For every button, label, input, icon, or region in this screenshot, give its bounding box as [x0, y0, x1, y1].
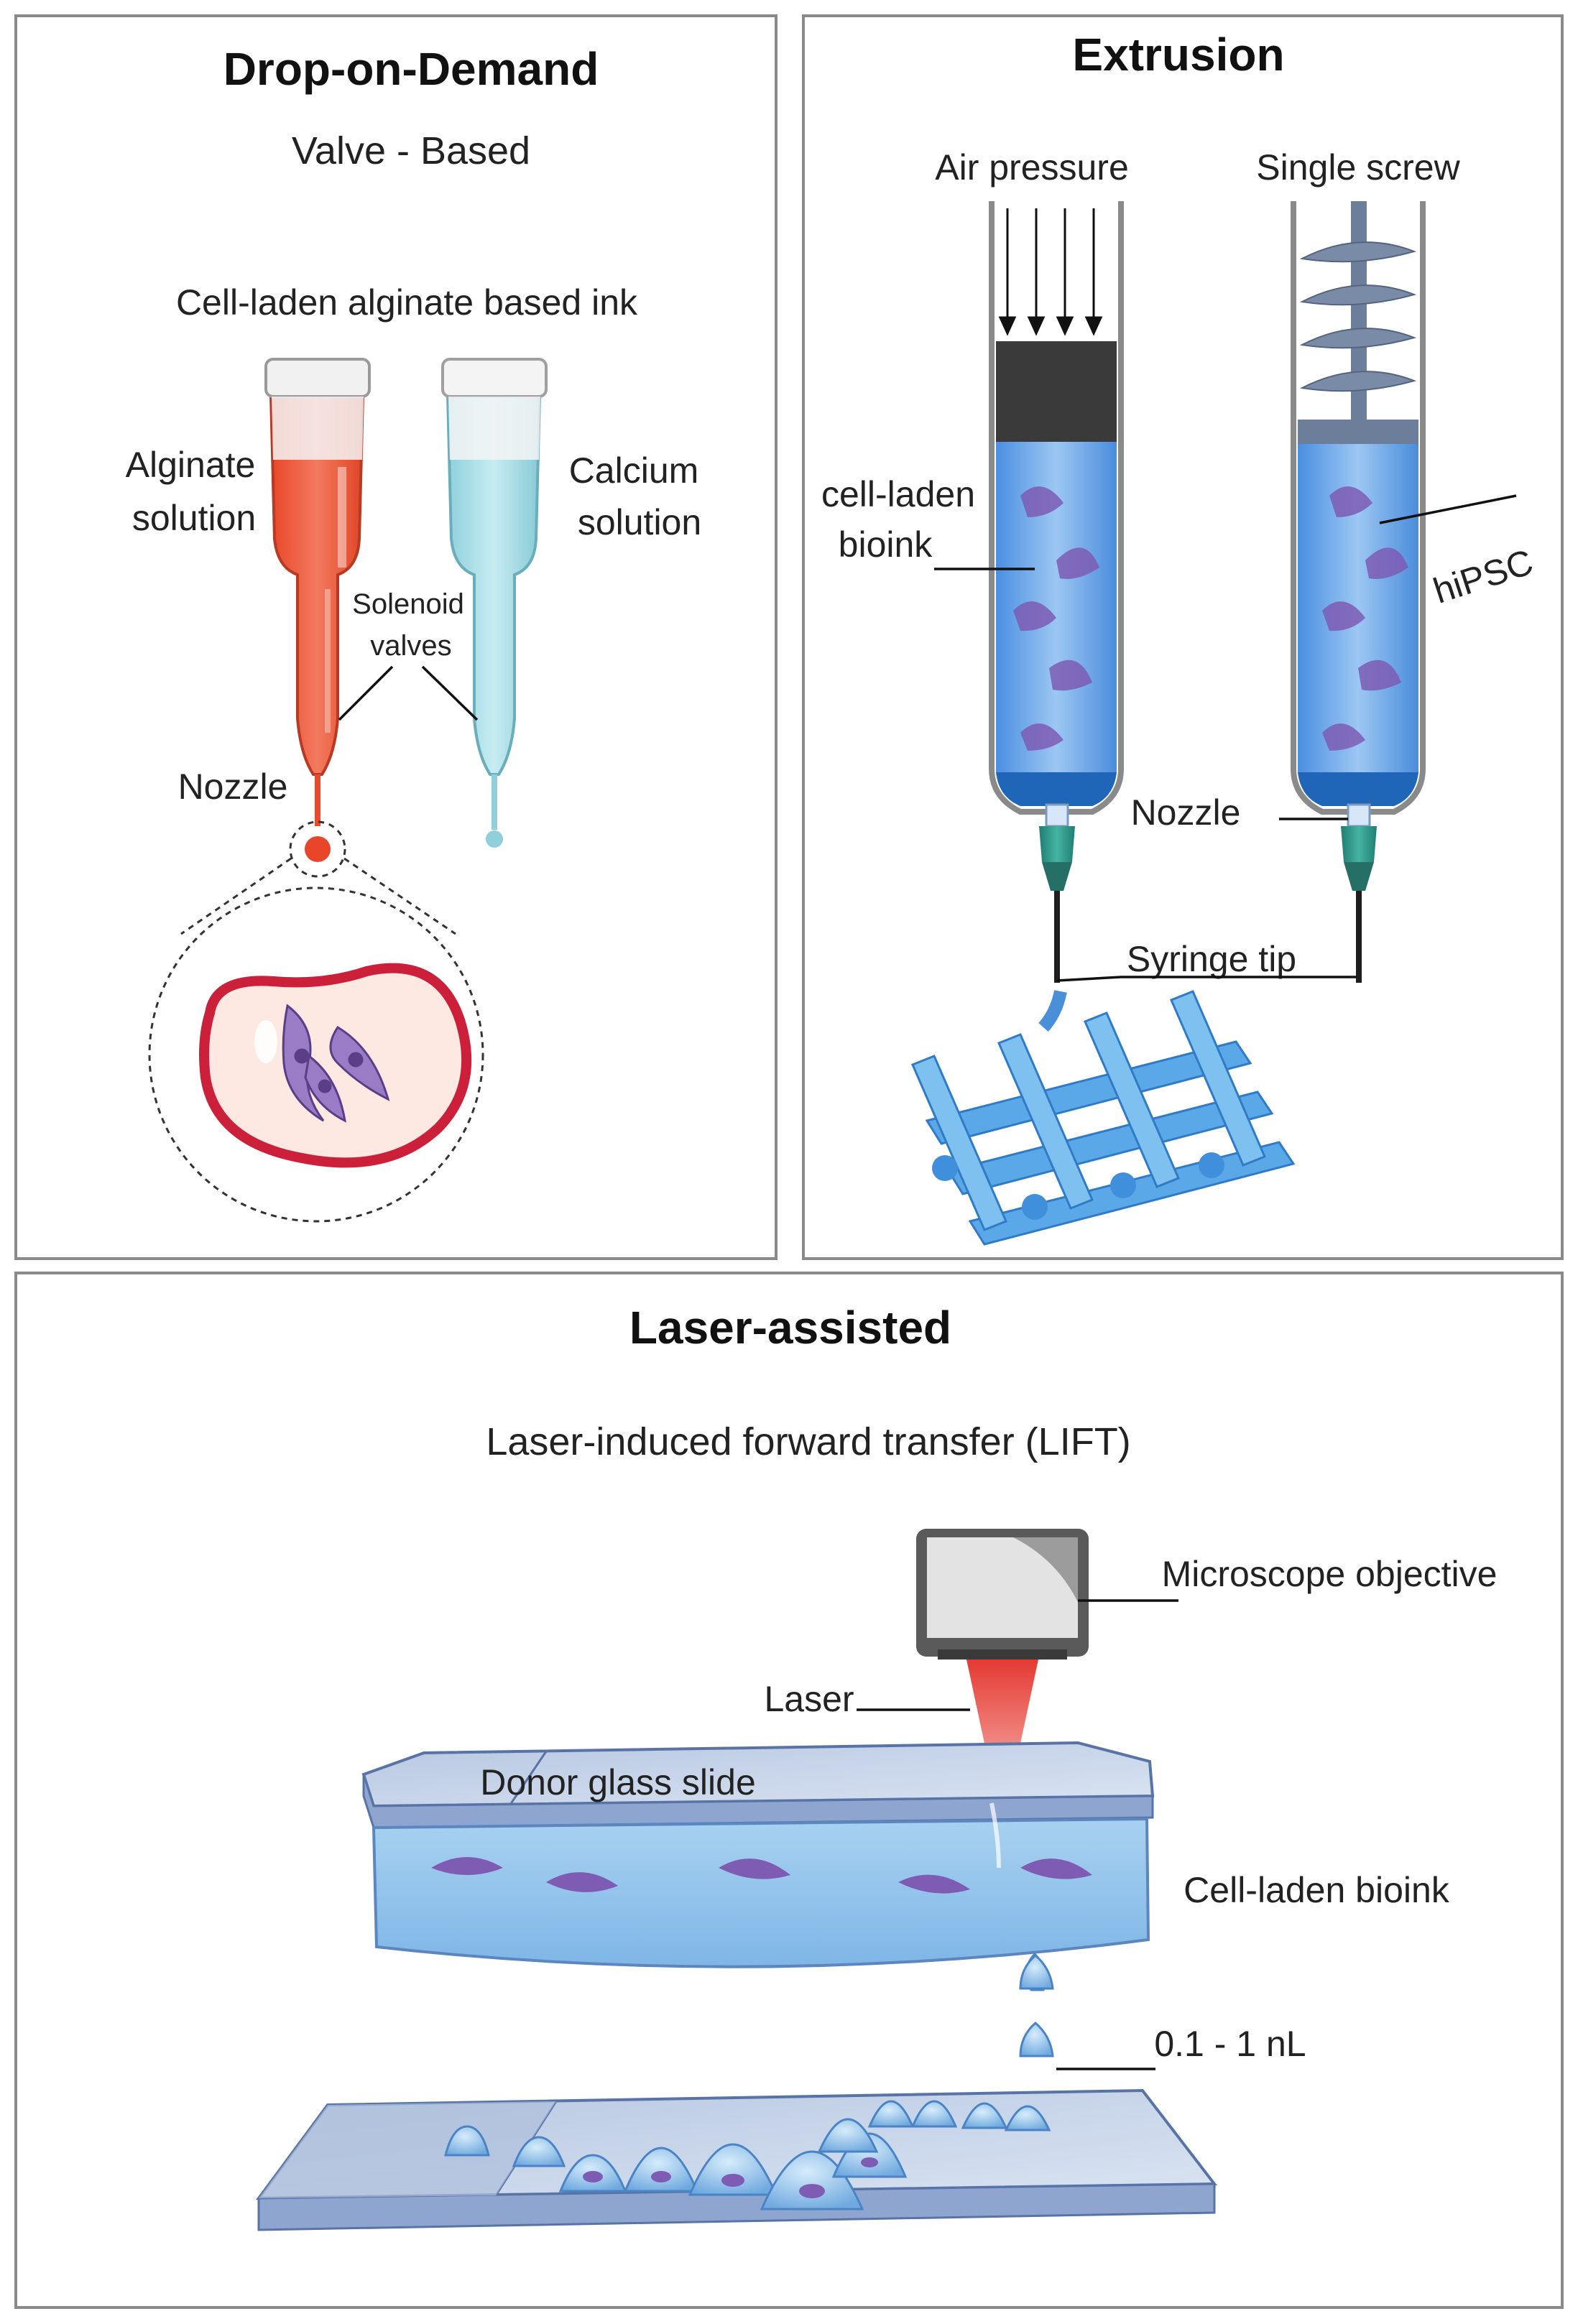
bioink-label-2: bioink — [839, 524, 933, 565]
laser-beam — [966, 1659, 1038, 1810]
alginate-reservoir — [264, 358, 371, 862]
air-pressure-syringe — [989, 201, 1124, 983]
hipsc-leader — [1379, 494, 1517, 524]
printed-droplets — [444, 2100, 1051, 2210]
laser-label: Laser — [764, 1679, 854, 1719]
air-pressure-arrows — [998, 208, 1103, 336]
dod-panel-frame — [14, 14, 778, 1260]
alginate-label-2: solution — [132, 498, 256, 538]
syringe-tip-label: Syringe tip — [1127, 939, 1296, 979]
dod-ink-label: Cell-laden alginate based ink — [176, 282, 638, 323]
extrusion-panel-frame — [802, 14, 1564, 1260]
laser-subtitle: Laser-induced forward transfer (LIFT) — [486, 1420, 1130, 1463]
valves-label-2: valves — [370, 630, 451, 662]
air-pressure-label: Air pressure — [935, 147, 1129, 188]
printed-scaffold — [911, 990, 1296, 1246]
extrusion-title: Extrusion — [1072, 29, 1284, 80]
objective-label: Microscope objective — [1162, 1554, 1498, 1594]
encapsulated-cells — [282, 1004, 390, 1123]
laser-title: Laser-assisted — [629, 1302, 951, 1353]
hipsc-label: hiPSC — [1429, 542, 1538, 611]
calcium-reservoir — [441, 358, 548, 848]
donor-dish — [361, 1741, 1155, 1968]
dod-nozzle-label: Nozzle — [178, 767, 288, 807]
printed-cells — [583, 2157, 878, 2198]
bioink-label-1: cell-laden — [821, 474, 975, 514]
single-screw-label: Single screw — [1256, 147, 1460, 188]
falling-droplets — [1019, 1952, 1054, 2057]
dod-subtitle: Valve - Based — [292, 129, 530, 172]
dod-panel: Drop-on-Demand Valve - Based Cell-laden … — [126, 43, 701, 1223]
extrusion-panel: Extrusion Air pressure Single screw — [821, 29, 1538, 1246]
valves-label-1: Solenoid — [352, 588, 464, 620]
laser-panel-frame — [14, 1272, 1564, 2309]
alginate-droplet-bead — [199, 963, 472, 1168]
valves-leader — [338, 665, 479, 721]
laser-panel: Laser-assisted Laser-induced forward tra… — [255, 1302, 1498, 2231]
calcium-label-1: Calcium — [569, 450, 699, 491]
donor-label: Donor glass slide — [480, 1762, 756, 1802]
calcium-label-2: solution — [578, 502, 701, 542]
alginate-label-1: Alginate — [126, 445, 256, 485]
bioink-label: Cell-laden bioink — [1184, 1870, 1450, 1910]
syringe-tip-leader — [1056, 976, 1357, 982]
microscope-objective — [916, 1529, 1089, 1659]
single-screw-syringe — [1291, 201, 1426, 983]
volume-label: 0.1 - 1 nL — [1154, 2024, 1306, 2064]
dod-title: Drop-on-Demand — [223, 43, 599, 95]
extrusion-nozzle-label: Nozzle — [1131, 792, 1241, 833]
